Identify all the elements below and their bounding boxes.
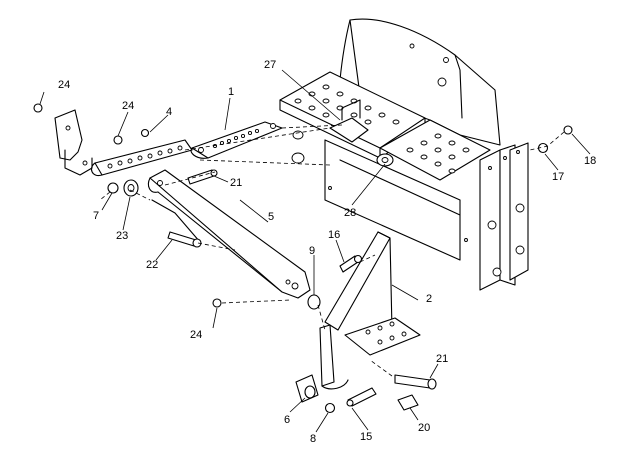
pedal-pad-holes — [365, 321, 407, 345]
callout-21-lower: 21 — [436, 353, 448, 365]
callout-18: 18 — [584, 155, 596, 167]
callout-5: 5 — [268, 211, 274, 223]
link-plate-part-1 — [190, 121, 283, 159]
callout-21-upper: 21 — [230, 177, 242, 189]
callout-24-top: 24 — [58, 79, 70, 91]
bracket-part-2 — [319, 231, 421, 390]
callout-23: 23 — [116, 230, 128, 242]
callout-17: 17 — [552, 171, 564, 183]
latch-part-27 — [329, 99, 369, 143]
callout-16: 16 — [328, 229, 340, 241]
callout-6: 6 — [284, 414, 290, 426]
callout-28: 28 — [344, 207, 356, 219]
lever-part-5 — [147, 169, 311, 299]
callout-4: 4 — [166, 106, 172, 118]
callout-15: 15 — [360, 431, 372, 443]
assembly-alignment-lines — [99, 124, 565, 377]
callout-2: 2 — [426, 293, 432, 305]
link-plate-holes — [212, 128, 260, 149]
perforation-holes-upper — [294, 84, 400, 125]
callout-20: 20 — [418, 422, 430, 434]
callout-1: 1 — [228, 86, 234, 98]
callout-24-mid: 24 — [122, 100, 134, 112]
callout-27: 27 — [264, 59, 276, 71]
frame-bracket-assembly — [279, 18, 529, 291]
callout-labels: 24 24 4 1 27 28 21 7 23 22 5 9 16 2 24 2… — [58, 59, 596, 445]
callout-22: 22 — [146, 259, 158, 271]
callout-7: 7 — [93, 210, 99, 222]
pedal-bracket-left — [54, 109, 93, 176]
callout-9: 9 — [309, 245, 315, 257]
bushing-part-28 — [376, 153, 394, 167]
arm-holes — [107, 145, 183, 169]
callout-8: 8 — [310, 433, 316, 445]
arm-part-4 — [90, 139, 193, 177]
perforation-holes-lower — [406, 133, 470, 174]
callout-24-low: 24 — [190, 329, 202, 341]
leader-lines — [39, 69, 591, 433]
